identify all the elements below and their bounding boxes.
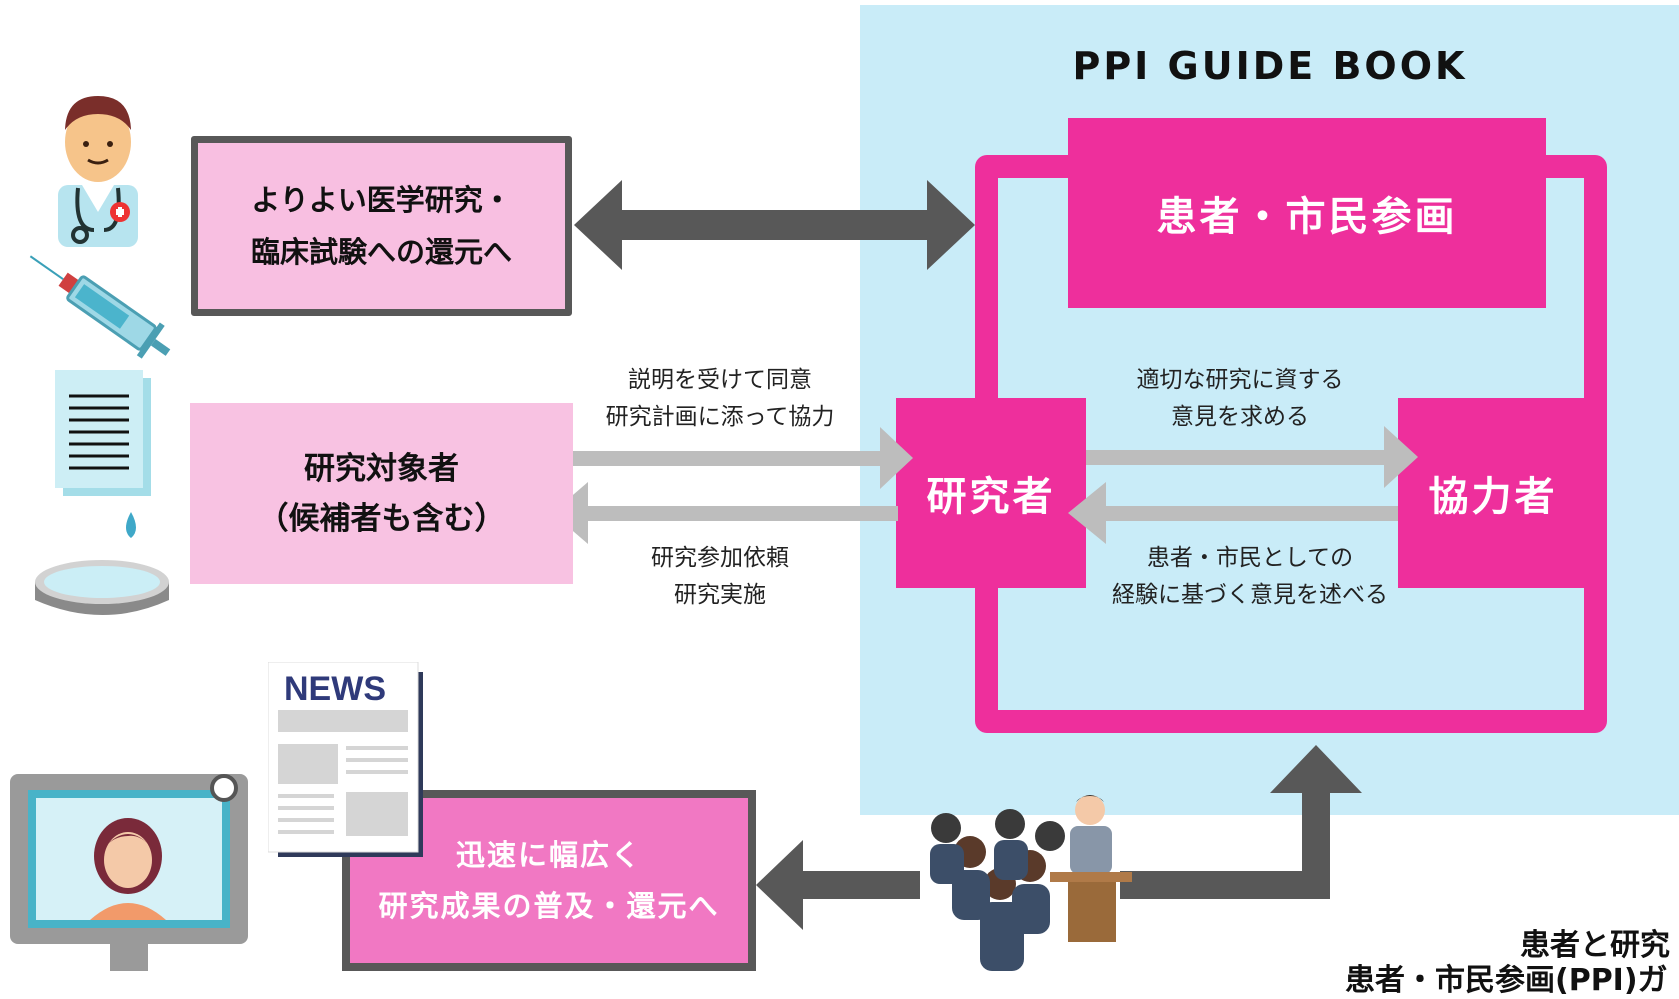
arrow-cooperator-to-researcher	[1068, 482, 1398, 544]
cooperator-box: 協力者	[1398, 398, 1588, 588]
arrow-bottom-left	[756, 840, 920, 930]
bottom-title-line1: 患者と研究	[1520, 928, 1670, 963]
newspaper-icon: NEWS	[268, 662, 423, 857]
guide-title: PPI GUIDE BOOK	[1072, 44, 1468, 88]
consent-label: 説明を受けて同意 研究計画に添って協力	[605, 367, 835, 430]
news-label: NEWS	[284, 670, 386, 708]
state-opinion-label: 患者・市民としての 経験に基づく意見を述べる	[1112, 545, 1388, 608]
patient-citizen-box: 患者・市民参画	[1068, 118, 1546, 308]
syringe-icon	[29, 255, 171, 359]
monitor-icon	[10, 774, 248, 971]
research-subject-box: 研究対象者 （候補者も含む）	[190, 403, 573, 584]
document-icon	[55, 370, 151, 496]
arrow-bottom-up	[1120, 745, 1362, 899]
bottom-title-line2: 患者・市民参画(PPI)ガ	[1345, 963, 1668, 998]
arrows-layer	[552, 180, 1418, 930]
audience-icon	[930, 795, 1132, 971]
arrow-researcher-to-subject	[552, 482, 898, 544]
seek-opinion-label: 適切な研究に資する 意見を求める	[1136, 367, 1344, 430]
arrow-subject-to-researcher	[573, 427, 913, 489]
arrow-researcher-to-cooperator	[1086, 426, 1418, 488]
petri-dish-icon	[35, 512, 169, 615]
doctor-icon	[58, 96, 138, 247]
better-research-box: よりよい医学研究・ 臨床試験への還元へ	[191, 136, 572, 316]
researcher-box: 研究者	[896, 398, 1086, 588]
double-arrow-top	[574, 180, 975, 270]
request-label: 研究参加依頼 研究実施	[651, 545, 789, 608]
